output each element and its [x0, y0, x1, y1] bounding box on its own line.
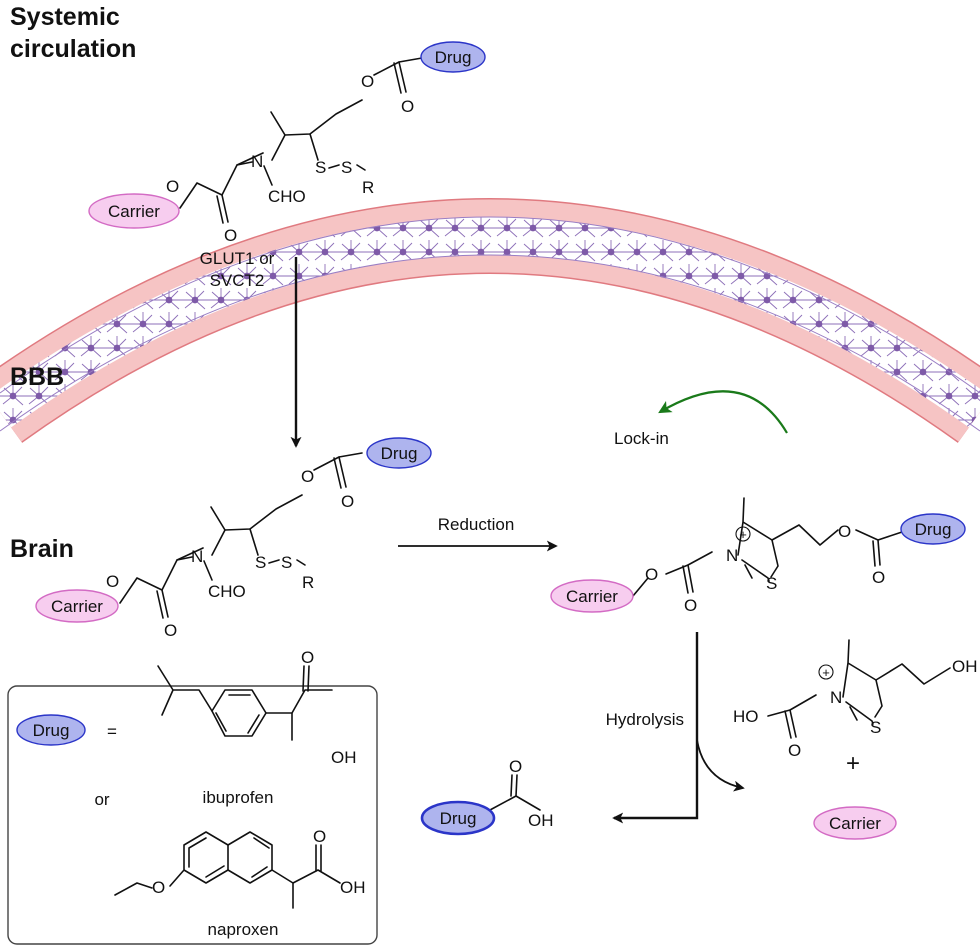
- atom-o-carbonyl-left: O: [224, 226, 237, 245]
- membrane-edge-top: [0, 216, 980, 394]
- atom-o-ester-right: O: [838, 522, 851, 541]
- atom-o-ester-left: O: [106, 572, 119, 591]
- carrier-pill-top-label: Carrier: [108, 202, 160, 221]
- label-equals: =: [107, 722, 117, 741]
- atom-o-ester-left: O: [645, 565, 658, 584]
- label-transport-line1: GLUT1 or: [200, 249, 275, 268]
- atom-o-ester-left: O: [166, 177, 179, 196]
- carrier-pill-thiazolium-label: Carrier: [566, 587, 618, 606]
- atom-o-ibuprofen: O: [301, 648, 314, 667]
- atom-o-released: O: [509, 757, 522, 776]
- label-lock-in: Lock-in: [614, 429, 669, 448]
- carrier-pill-released-label: Carrier: [829, 814, 881, 833]
- bbb-membrane: [0, 198, 980, 443]
- membrane-edge-bottom: [0, 254, 980, 432]
- label-bbb: BBB: [10, 363, 64, 391]
- atom-o-carbonyl-left: O: [164, 621, 177, 640]
- atom-o-naproxen: O: [313, 827, 326, 846]
- label-naproxen: naproxen: [208, 920, 279, 939]
- atom-o-carbonyl: O: [788, 741, 801, 760]
- label-or: or: [94, 790, 109, 809]
- atom-ho: HO: [733, 707, 759, 726]
- thiazolium-acid-product: + HO O N S OH: [733, 639, 978, 760]
- atom-o-carbonyl-right: O: [401, 97, 414, 116]
- drug-pill-thiazolium: Drug: [900, 513, 966, 545]
- thiazolium-prodrug: + O O N S O O: [632, 497, 903, 615]
- drug-pill-brain: Drug: [366, 437, 432, 469]
- label-plus: +: [846, 750, 860, 777]
- carrier-pill-released: Carrier: [813, 806, 897, 840]
- label-reduction: Reduction: [438, 515, 515, 534]
- label-systemic-line1: Systemic: [10, 3, 120, 31]
- drug-pill-top: Drug: [420, 41, 486, 73]
- label-hydrolysis: Hydrolysis: [606, 710, 684, 729]
- drug-pill-thiazolium-label: Drug: [915, 520, 952, 539]
- drug-legend-box: Drug = O OH ibuprofen or O O: [7, 648, 378, 945]
- prodrug-brain: O O N CHO S S R O O: [106, 452, 363, 640]
- atom-s1: S: [315, 158, 326, 177]
- atom-oh-released: OH: [528, 811, 554, 830]
- atom-oh-ibuprofen: OH: [331, 748, 357, 767]
- atom-n: N: [191, 547, 203, 566]
- atom-n-plus-product: N: [830, 688, 842, 707]
- atom-o-ester-right: O: [301, 467, 314, 486]
- released-drug-acid: O OH: [489, 757, 554, 830]
- label-transport-line2: SVCT2: [210, 271, 265, 290]
- prodrug-systemic: O O N CHO S S R O O: [166, 57, 423, 245]
- label-systemic-line2: circulation: [10, 35, 136, 63]
- drug-pill-released-label: Drug: [440, 809, 477, 828]
- atom-s2: S: [281, 553, 292, 572]
- hydrolysis-branch-arrow: [696, 739, 745, 792]
- atom-n-plus: N: [726, 546, 738, 565]
- atom-oh-end: OH: [952, 657, 978, 676]
- carrier-pill-top: Carrier: [88, 193, 180, 229]
- atom-r: R: [362, 178, 374, 197]
- hydrolysis-arrow: [612, 632, 699, 824]
- drug-pill-released: Drug: [420, 800, 496, 836]
- atom-n: N: [251, 152, 263, 171]
- drug-pill-brain-label: Drug: [381, 444, 418, 463]
- atom-s-ring-product: S: [870, 718, 881, 737]
- atom-s-ring: S: [766, 574, 777, 593]
- label-brain: Brain: [10, 535, 74, 563]
- drug-pill-legend: Drug: [16, 714, 86, 746]
- membrane-cell-layer: [0, 217, 980, 428]
- drug-pill-top-label: Drug: [435, 48, 472, 67]
- naproxen-structure: O O OH: [114, 827, 366, 909]
- atom-cho: CHO: [268, 187, 306, 206]
- atom-oh-naproxen: OH: [340, 878, 366, 897]
- atom-plus-charge: +: [739, 527, 747, 542]
- atom-o-carbonyl-left: O: [684, 596, 697, 615]
- atom-o-ester-right: O: [361, 72, 374, 91]
- atom-r: R: [302, 573, 314, 592]
- ibuprofen-structure: O OH: [157, 648, 357, 767]
- drug-pill-legend-label: Drug: [33, 721, 70, 740]
- atom-o-carbonyl-right: O: [872, 568, 885, 587]
- label-ibuprofen: ibuprofen: [203, 788, 274, 807]
- atom-plus-charge-product: +: [822, 665, 830, 680]
- carrier-pill-thiazolium: Carrier: [550, 579, 634, 613]
- carrier-pill-brain-label: Carrier: [51, 597, 103, 616]
- lock-in-arrow: [658, 390, 788, 434]
- atom-o-carbonyl-right: O: [341, 492, 354, 511]
- carrier-pill-brain: Carrier: [35, 589, 119, 623]
- atom-cho: CHO: [208, 582, 246, 601]
- atom-s1: S: [255, 553, 266, 572]
- atom-o-methoxy: O: [152, 878, 165, 897]
- atom-s2: S: [341, 158, 352, 177]
